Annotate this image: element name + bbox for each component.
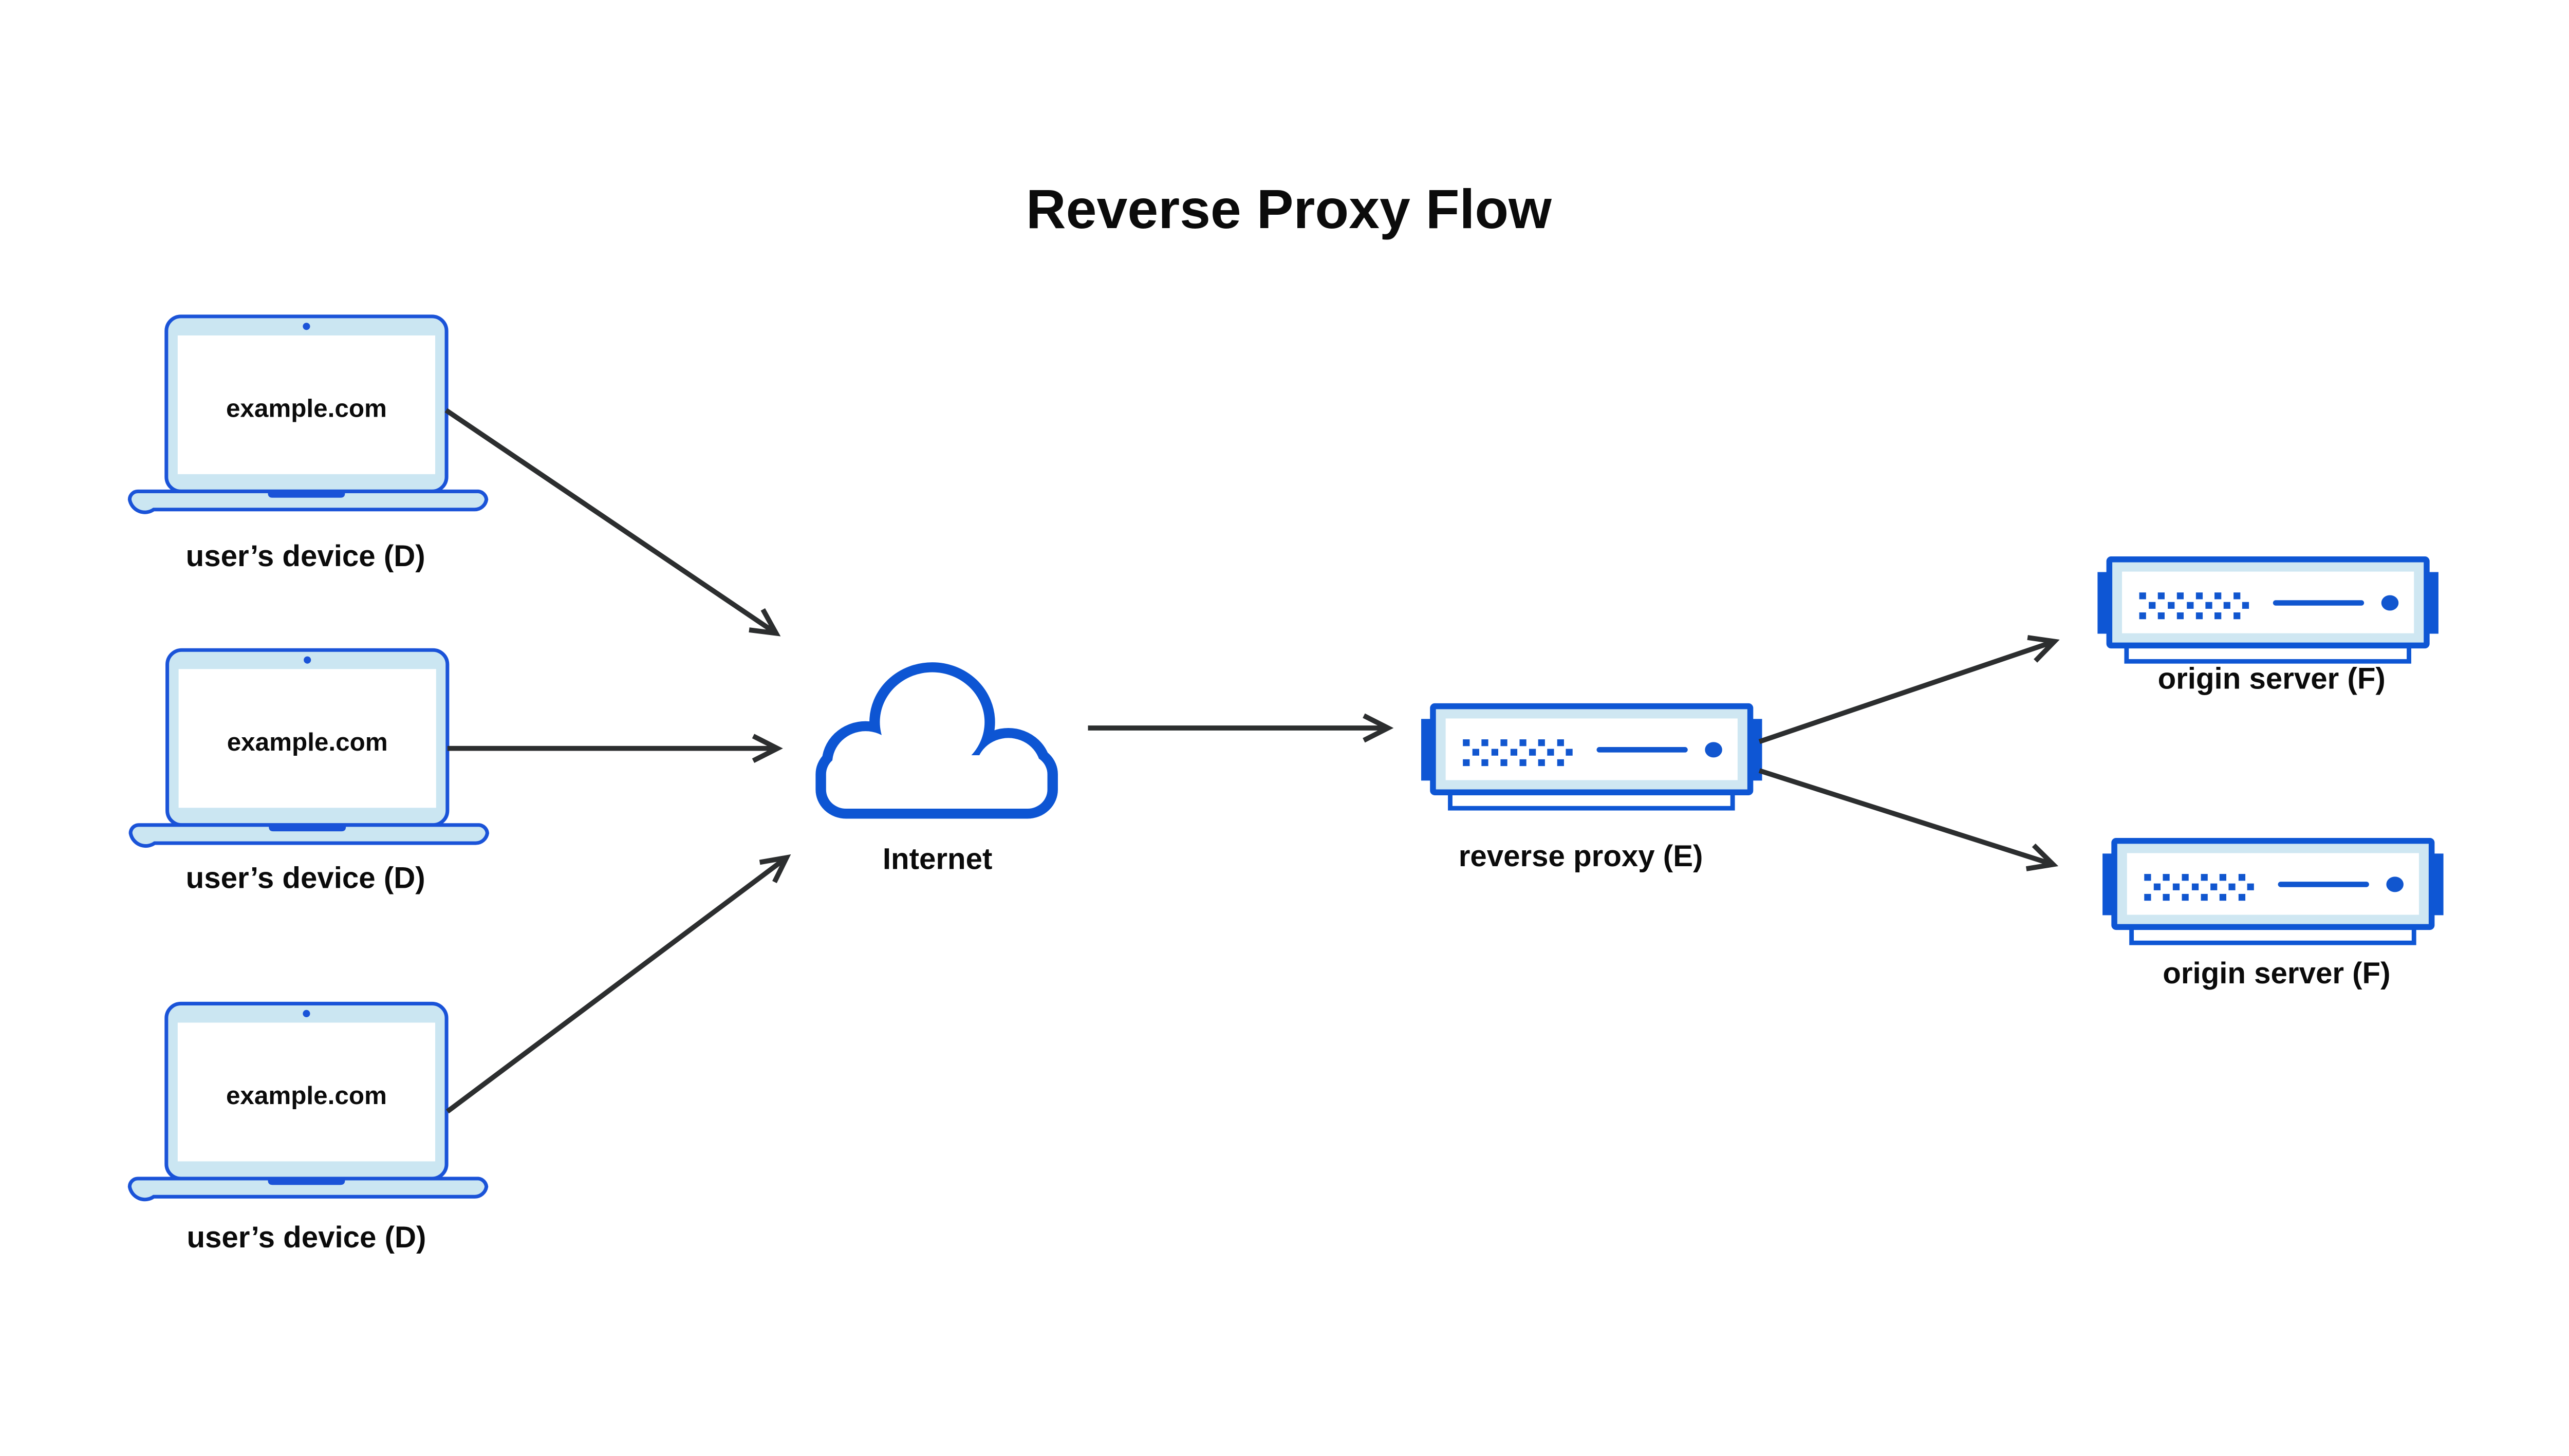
device-2-screen-text: example.com [227,728,388,756]
device-1-label: user’s device (D) [186,539,425,573]
arrow-reverse-proxy-to-origin-2 [1758,768,2059,871]
reverse-proxy-server-icon [1421,706,1762,809]
arrow-reverse-proxy-to-origin-1 [1758,635,2060,744]
edges-layer [444,408,2060,1114]
arrow-internet-to-reverse-proxy [1088,713,1394,743]
laptop-icon-device-3: example.com [129,1003,486,1199]
internet-cloud-icon [826,672,1048,809]
arrow-device-2-to-internet [447,734,783,763]
device-3-screen-text: example.com [226,1081,387,1110]
arrow-device-1-to-internet [444,408,781,637]
device-1-screen-text: example.com [226,394,387,422]
internet-label: Internet [883,842,993,875]
device-2-label: user’s device (D) [186,862,425,895]
origin-server-2-icon [2102,841,2443,943]
reverse-proxy-label: reverse proxy (E) [1459,839,1703,873]
origin-server-2-label: origin server (F) [2163,957,2390,990]
diagram-title: Reverse Proxy Flow [1026,178,1552,240]
device-3-label: user’s device (D) [187,1221,426,1254]
origin-server-1-label: origin server (F) [2158,662,2386,695]
arrow-device-3-to-internet [445,854,791,1114]
laptop-icon-device-2: example.com [131,650,487,846]
origin-server-1-icon [2097,559,2438,662]
laptop-icon-device-1: example.com [129,316,486,512]
